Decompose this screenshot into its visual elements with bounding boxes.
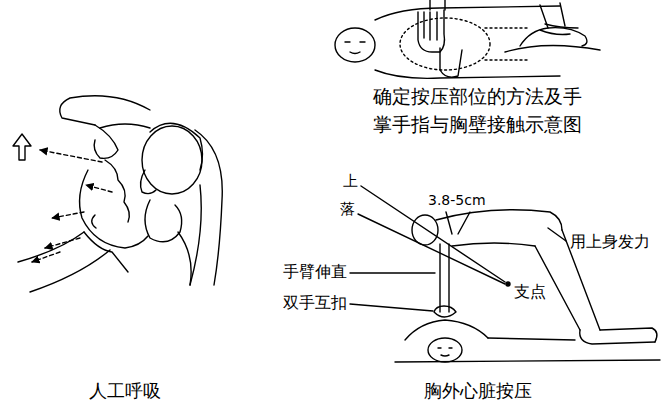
hand xyxy=(440,48,462,77)
rescuer-head xyxy=(142,126,202,194)
side-finger xyxy=(540,24,578,35)
rescuer-arm xyxy=(100,124,150,128)
straight-arm xyxy=(439,244,440,312)
victim-face xyxy=(438,348,452,356)
motion-label: 落 xyxy=(340,200,355,218)
figure-caption: 确定按压部位的方法及手 掌手指与胸壁接触示意图 xyxy=(368,82,588,138)
rescuer-front xyxy=(452,243,535,246)
rescuer-hand xyxy=(145,200,182,242)
victim-body xyxy=(18,232,84,262)
rescuer-face xyxy=(141,170,156,194)
rescuer-arm xyxy=(178,232,191,285)
airflow-arrow xyxy=(32,252,60,262)
arm xyxy=(430,0,445,10)
clasped-hands xyxy=(434,306,456,317)
victim-head xyxy=(428,338,462,362)
lower-leg xyxy=(600,328,657,342)
pivot-dot xyxy=(506,282,510,286)
leader-line xyxy=(458,212,470,234)
victim-head xyxy=(80,170,148,248)
leader-line xyxy=(350,304,433,311)
side-arm xyxy=(540,3,565,28)
victim-collar xyxy=(84,232,128,272)
ground xyxy=(395,360,660,362)
leader-line xyxy=(548,228,566,241)
straight-arm xyxy=(448,244,449,312)
ribcage xyxy=(485,28,530,60)
dimension-label: 3.8-5cm xyxy=(428,192,486,209)
side-hand xyxy=(520,28,587,46)
patient-head xyxy=(335,28,375,62)
rescuer-hand xyxy=(94,125,118,158)
leader-line xyxy=(361,186,505,282)
hand-position-figure xyxy=(335,0,600,78)
motion-label: 上 xyxy=(343,172,358,190)
rescuer-back xyxy=(436,210,562,230)
patient-face xyxy=(345,42,365,54)
victim-ear xyxy=(92,215,96,228)
side-chest xyxy=(505,45,600,52)
part-label: 双手互扣 xyxy=(283,293,347,312)
victim-body xyxy=(30,250,110,292)
ribcage xyxy=(400,18,490,70)
up-arrow xyxy=(13,134,31,160)
airflow-arrow xyxy=(52,212,84,218)
airflow-arrow xyxy=(45,238,80,248)
subfigure-caption: 胸外心脏按压 xyxy=(424,380,532,402)
victim-body xyxy=(488,338,575,340)
subfigure-caption: 人工呼吸 xyxy=(89,380,161,402)
part-label: 支点 xyxy=(514,282,546,301)
chest-compression-figure xyxy=(350,186,660,362)
finger xyxy=(424,12,437,40)
rescue-breathing-figure xyxy=(13,96,222,292)
airflow-arrow xyxy=(86,185,112,192)
airflow-arrow xyxy=(40,150,102,162)
leader-line xyxy=(446,212,452,234)
leader-line xyxy=(350,272,435,273)
rescuer-arm xyxy=(60,96,150,125)
rescuer-body xyxy=(195,130,222,285)
lower-leg xyxy=(580,330,655,344)
patient-body xyxy=(375,6,560,20)
part-label: 用上身发力 xyxy=(570,232,650,251)
part-label: 手臂伸直 xyxy=(283,262,347,281)
rescuer-head xyxy=(412,215,438,245)
victim-shoulders xyxy=(405,320,488,340)
hand xyxy=(418,10,445,52)
patient-body xyxy=(375,70,560,78)
